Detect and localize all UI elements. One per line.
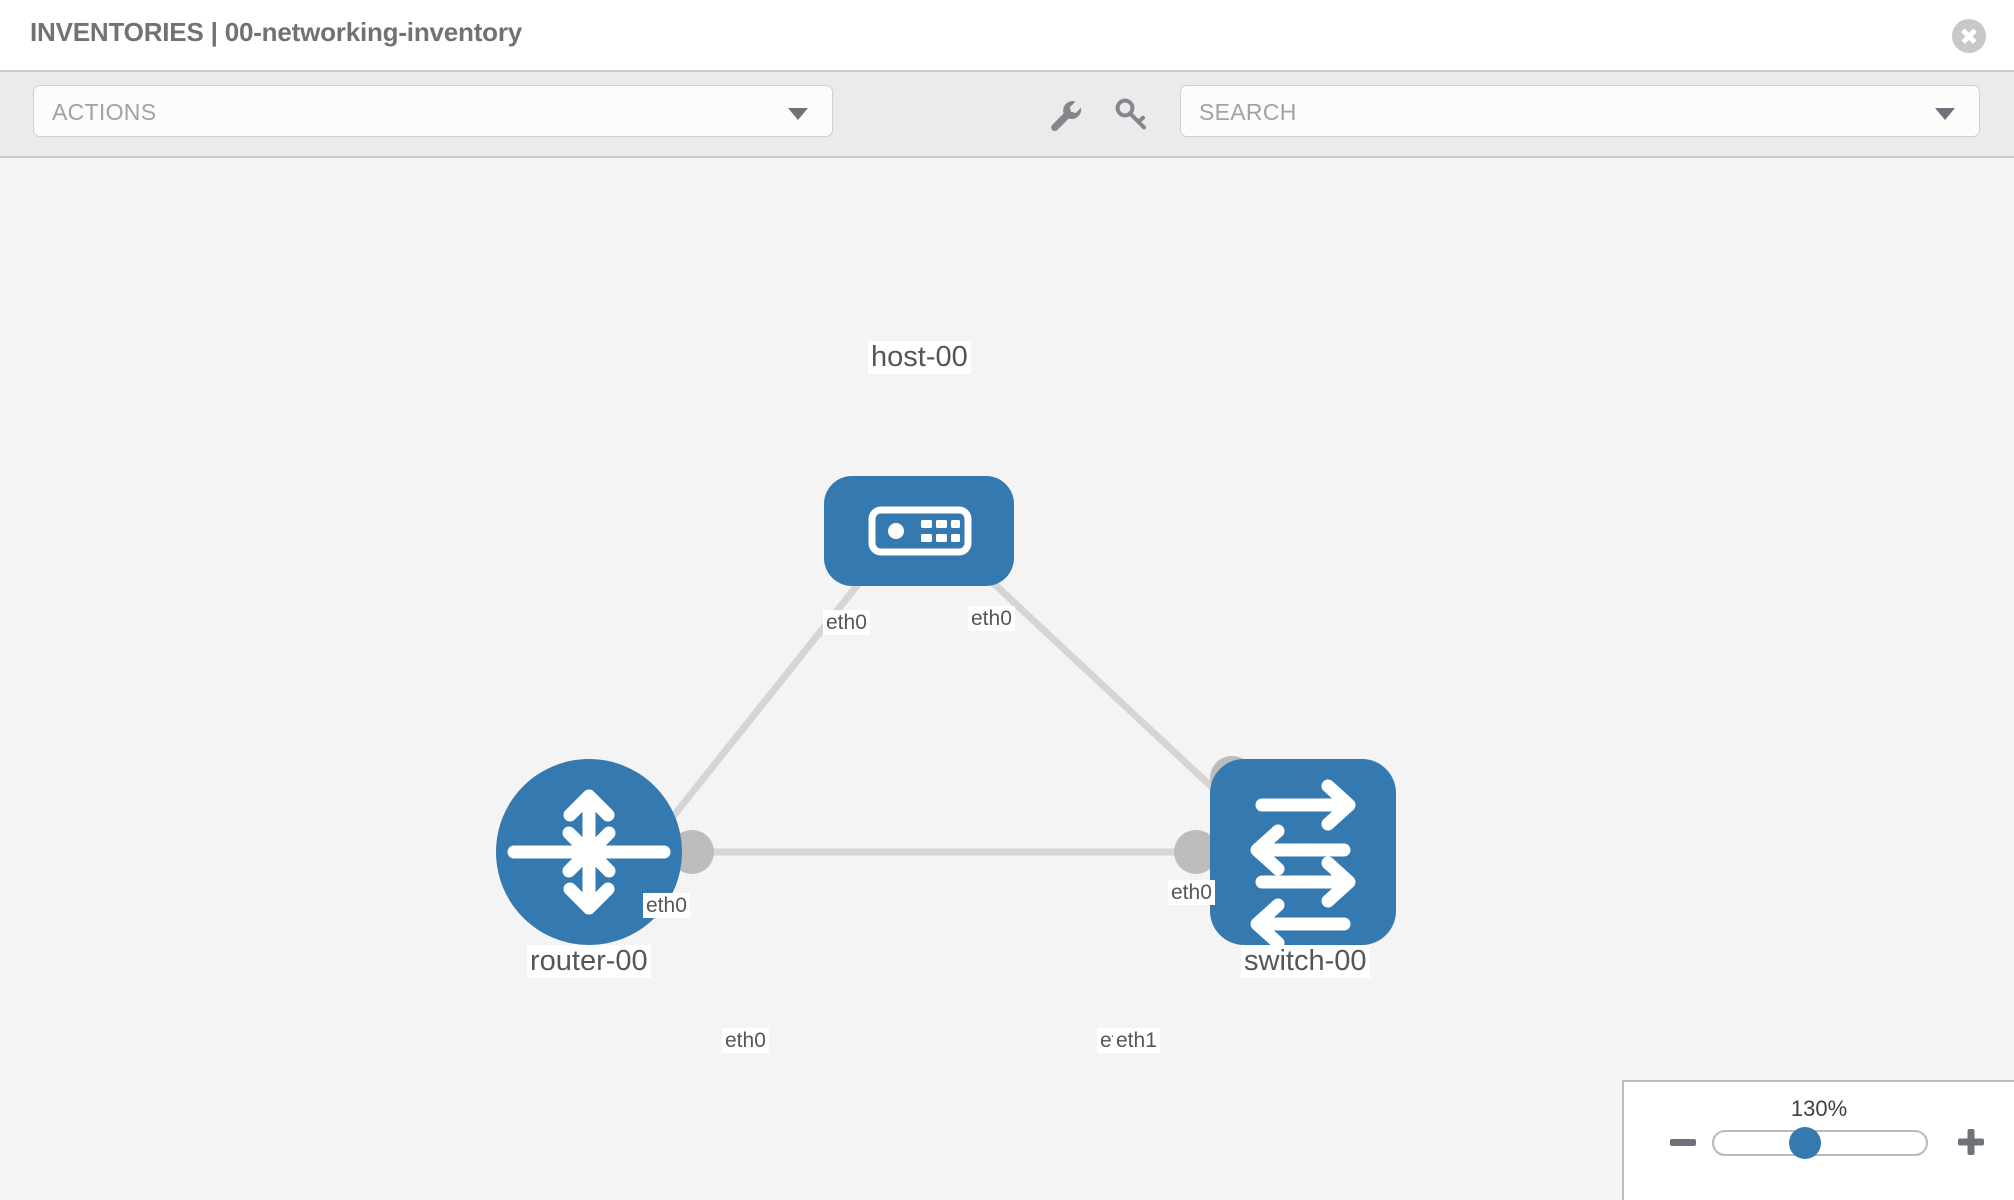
node-label-router-00: router-00 bbox=[527, 945, 651, 978]
toolbar: ACTIONS SEARCH bbox=[0, 70, 2014, 158]
search-placeholder: SEARCH bbox=[1199, 99, 1297, 125]
zoom-level-value: 130% bbox=[1790, 1096, 1848, 1121]
minus-icon[interactable] bbox=[1670, 1139, 1696, 1146]
search-input[interactable]: SEARCH bbox=[1180, 85, 1980, 137]
node-label-switch-00: switch-00 bbox=[1241, 945, 1370, 978]
interface-label: eth0 bbox=[722, 1028, 769, 1053]
zoom-slider-thumb[interactable] bbox=[1789, 1127, 1822, 1159]
wrench-icon[interactable] bbox=[1043, 94, 1085, 136]
actions-dropdown[interactable]: ACTIONS bbox=[33, 85, 833, 137]
page-title: INVENTORIES | 00-networking-inventory bbox=[30, 17, 523, 47]
interface-label: eth0 bbox=[823, 610, 870, 635]
interface-label: eth0 bbox=[968, 606, 1015, 631]
topology-canvas[interactable]: host-00 router-00 switch-00 eth0 eth0 et… bbox=[0, 158, 2014, 1200]
zoom-control-panel: 130% bbox=[1622, 1080, 2014, 1200]
interface-label: eth0 bbox=[1168, 880, 1215, 905]
close-icon[interactable] bbox=[1952, 19, 1986, 53]
node-host-00 bbox=[824, 476, 1014, 586]
chevron-down-icon bbox=[1935, 108, 1955, 120]
node-switch-00 bbox=[1210, 759, 1396, 950]
topology-links bbox=[637, 535, 1248, 861]
actions-dropdown-label: ACTIONS bbox=[52, 99, 157, 125]
link-host-router bbox=[637, 535, 898, 861]
connector-switch-left bbox=[1174, 830, 1218, 874]
node-router-00 bbox=[496, 759, 682, 945]
node-label-host-00: host-00 bbox=[868, 341, 971, 374]
zoom-slider[interactable] bbox=[1712, 1127, 1928, 1159]
topology-graph bbox=[496, 476, 1396, 950]
link-host-switch bbox=[942, 535, 1248, 821]
page-header: INVENTORIES | 00-networking-inventory bbox=[0, 0, 2014, 70]
key-icon[interactable] bbox=[1110, 94, 1152, 136]
chevron-down-icon bbox=[788, 108, 808, 120]
interface-label: eth1 bbox=[1113, 1028, 1160, 1053]
interface-label: eth0 bbox=[643, 893, 690, 918]
plus-icon[interactable] bbox=[1956, 1127, 1986, 1157]
